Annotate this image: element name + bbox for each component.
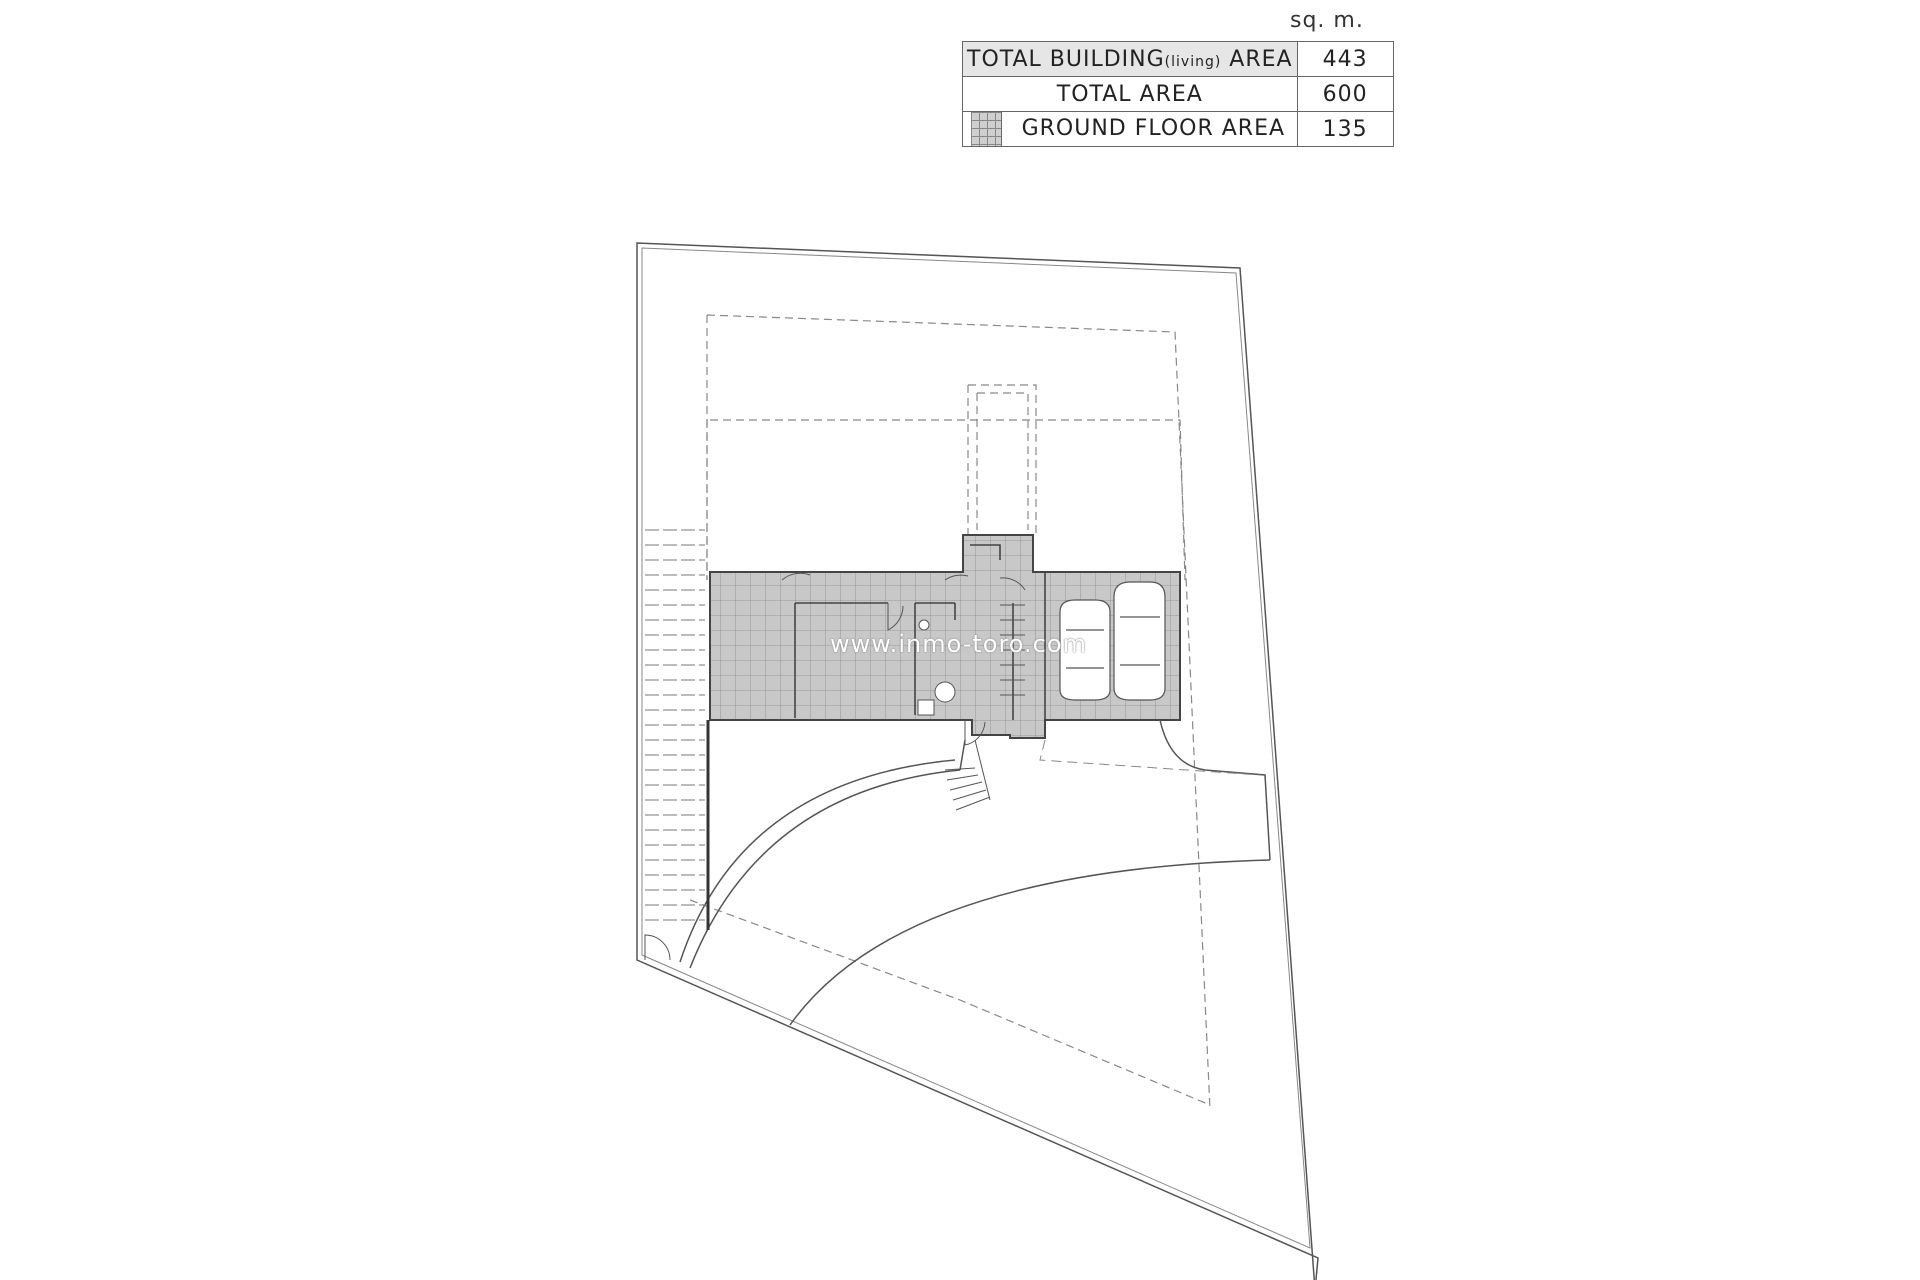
door-swings: [781, 572, 1026, 746]
bathroom-fixtures: [917, 619, 956, 716]
stairs: [1000, 604, 1025, 696]
table-row: TOTAL BUILDING(living) AREA 443: [962, 41, 1394, 77]
side-steps: [645, 529, 705, 921]
gate-arc: [644, 934, 671, 961]
car-icon: [1113, 581, 1166, 701]
entry-steps: [944, 739, 991, 811]
area-table: TOTAL BUILDING(living) AREA 443 TOTAL AR…: [962, 41, 1394, 147]
table-row: GROUND FLOOR AREA 135: [962, 111, 1394, 147]
driveway: [679, 719, 1271, 1026]
interior-walls: [794, 544, 1046, 720]
upper-floor-outline: [689, 314, 1211, 1111]
watermark: www.inmo-toro.com: [830, 630, 1087, 658]
plot-boundary-inner: [641, 247, 1311, 1249]
total-building-area-label: TOTAL BUILDING(living) AREA: [962, 41, 1298, 77]
hatch-swatch-icon: [970, 112, 1002, 146]
total-building-area-value: 443: [1296, 41, 1394, 77]
ground-floor-area-value: 135: [1296, 111, 1394, 147]
plot-boundary: [636, 242, 1319, 1280]
unit-label: sq. m.: [1290, 8, 1364, 33]
ground-floor-area-label: GROUND FLOOR AREA: [962, 111, 1298, 147]
driveway-curb: [1039, 739, 1261, 776]
car-icon: [1059, 599, 1111, 701]
